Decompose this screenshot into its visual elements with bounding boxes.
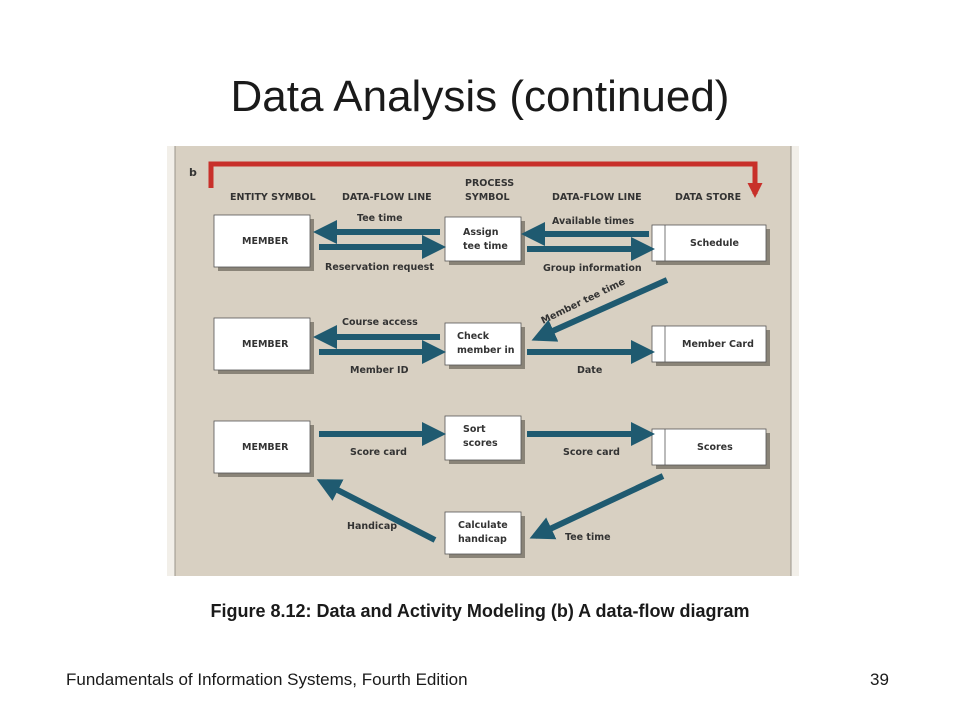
process-assign-line1: Assign xyxy=(463,227,499,238)
flow-tee-time-label: Tee time xyxy=(357,213,403,224)
store-scores-label: Scores xyxy=(697,442,733,453)
entity-member-2 xyxy=(213,317,311,371)
process-sort-line2: scores xyxy=(463,438,498,449)
store-schedule-label: Schedule xyxy=(690,238,739,249)
flow-score-card-right-label: Score card xyxy=(563,447,620,458)
process-calc-line1: Calculate xyxy=(458,520,508,531)
left-border xyxy=(167,146,175,576)
slide-title: Data Analysis (continued) xyxy=(230,72,730,121)
process-check-line1: Check xyxy=(457,331,490,342)
process-check-member-in xyxy=(444,322,522,366)
process-check-line2: member in xyxy=(457,345,515,356)
header-data-flow-left: DATA-FLOW LINE xyxy=(342,192,432,203)
header-data-flow-right: DATA-FLOW LINE xyxy=(552,192,642,203)
figure-caption: Figure 8.12: Data and Activity Modeling … xyxy=(210,601,750,621)
flow-date-label: Date xyxy=(577,365,602,376)
panel-letter: b xyxy=(189,166,197,179)
process-sort-scores xyxy=(444,415,522,461)
process-assign-line2: tee time xyxy=(463,241,508,252)
process-calc-line2: handicap xyxy=(458,534,507,545)
entity-member-1 xyxy=(213,214,311,268)
header-process-line2: SYMBOL xyxy=(465,192,510,203)
page-number: 39 xyxy=(870,670,889,689)
flow-group-information-label: Group information xyxy=(543,263,642,274)
entity-member-3 xyxy=(213,420,311,474)
header-process-line1: PROCESS xyxy=(465,178,514,189)
flow-tee-time-bottom xyxy=(529,473,665,540)
flow-member-tee-time xyxy=(531,277,669,342)
right-border xyxy=(791,146,799,576)
flow-reservation-request-label: Reservation request xyxy=(325,262,434,273)
flow-course-access-label: Course access xyxy=(342,317,418,328)
process-calculate-handicap xyxy=(444,511,522,555)
flow-score-card-left-label: Score card xyxy=(350,447,407,458)
process-assign-tee-time xyxy=(444,216,522,262)
flow-member-id-label: Member ID xyxy=(350,365,409,376)
flow-available-times-label: Available times xyxy=(552,216,634,227)
flow-handicap xyxy=(316,479,437,543)
header-entity-symbol: ENTITY SYMBOL xyxy=(230,192,316,203)
process-sort-line1: Sort xyxy=(463,424,486,435)
header-data-store: DATA STORE xyxy=(675,192,741,203)
store-scores xyxy=(651,428,767,466)
store-schedule xyxy=(651,224,767,262)
data-flow-diagram: b ENTITY SYMBOL DATA-FLOW LINE PROCESS S… xyxy=(167,146,799,576)
entity-member-2-label: MEMBER xyxy=(242,339,289,350)
store-member-card xyxy=(651,325,767,363)
top-sweep-arrow xyxy=(208,161,763,198)
entity-member-1-label: MEMBER xyxy=(242,236,289,247)
flow-tee-time-bottom-label: Tee time xyxy=(565,532,611,543)
footer-book-title: Fundamentals of Information Systems, Fou… xyxy=(66,670,468,689)
store-member-card-label: Member Card xyxy=(682,339,754,350)
entity-member-3-label: MEMBER xyxy=(242,442,289,453)
flow-handicap-label: Handicap xyxy=(347,521,397,532)
